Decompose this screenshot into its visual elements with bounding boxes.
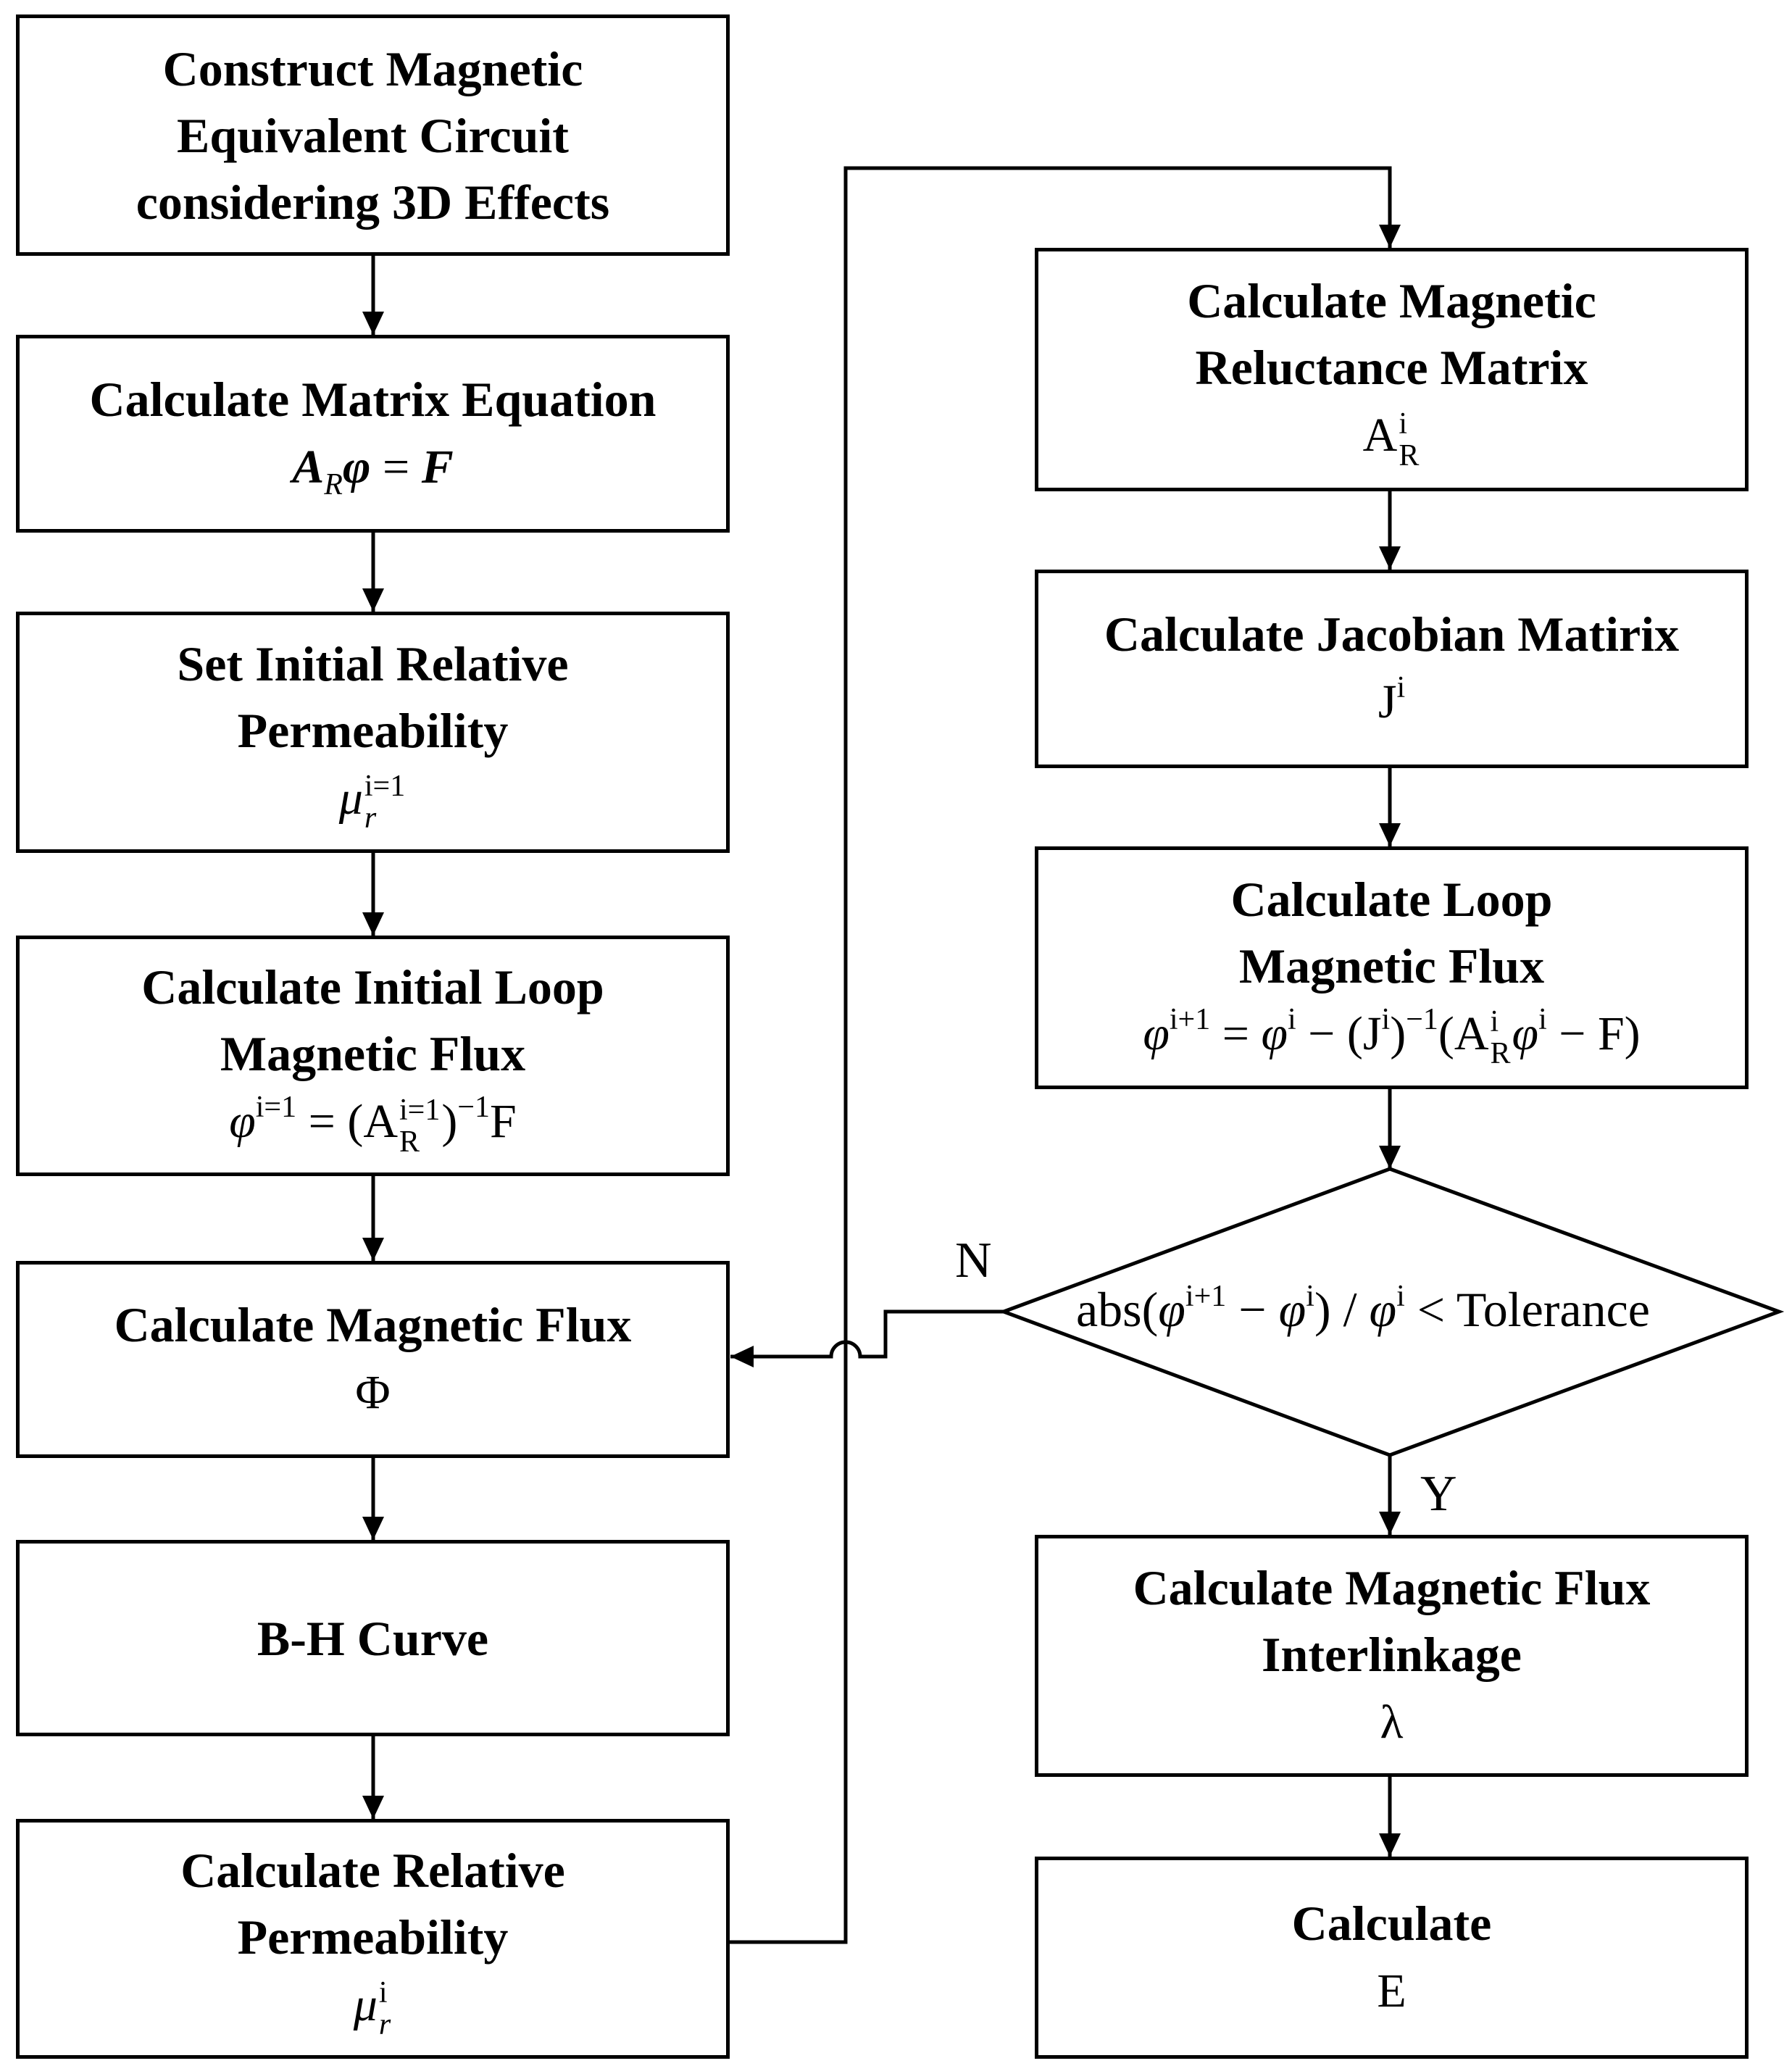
interlinkage-formula: λ — [1380, 1696, 1404, 1749]
construct-box: Construct Magnetic Equivalent Circuit co… — [16, 14, 730, 256]
interlinkage-title: Calculate Magnetic Flux Interlinkage — [1133, 1560, 1651, 1682]
matrix-equation-formula: ARφ = F — [292, 440, 454, 501]
construct-title: Construct Magnetic Equivalent Circuit co… — [136, 41, 610, 230]
loop-flux-title: Calculate Loop Magnetic Flux — [1230, 871, 1553, 994]
magnetic-flux-title: Calculate Magnetic Flux — [114, 1297, 632, 1352]
arrowhead — [1379, 1833, 1401, 1857]
arrowhead — [362, 1517, 384, 1540]
arrowhead — [362, 1238, 384, 1261]
arrowhead — [1379, 1146, 1401, 1169]
no-branch-line — [730, 1309, 1004, 1359]
yes-label: Y — [1420, 1466, 1457, 1522]
initial-permeability-title: Set Initial Relative Permeability — [177, 636, 569, 758]
arrowhead — [1379, 1512, 1401, 1535]
arrowhead — [1379, 823, 1401, 846]
arrowhead — [362, 588, 384, 612]
loop-flux-box: Calculate Loop Magnetic Flux φi+1 = φi −… — [1035, 846, 1749, 1089]
matrix-equation-box: Calculate Matrix Equation ARφ = F — [16, 335, 730, 533]
bh-curve-title: B-H Curve — [257, 1610, 489, 1666]
loop-back-line — [728, 166, 1392, 1944]
jacobian-title: Calculate Jacobian Matirix — [1104, 607, 1680, 662]
initial-flux-box: Calculate Initial Loop Magnetic Flux φi=… — [16, 936, 730, 1176]
initial-flux-title: Calculate Initial Loop Magnetic Flux — [141, 959, 604, 1082]
decision-diamond — [998, 1167, 1785, 1457]
arrowhead — [362, 912, 384, 936]
jacobian-box: Calculate Jacobian Matirix Ji — [1035, 570, 1749, 768]
emf-title: Calculate — [1291, 1895, 1492, 1951]
magnetic-flux-box: Calculate Magnetic Flux Φ — [16, 1261, 730, 1458]
emf-formula: E — [1377, 1964, 1406, 2017]
no-label: N — [955, 1233, 992, 1288]
arrowhead — [1379, 225, 1401, 248]
arrowhead — [362, 312, 384, 335]
matrix-equation-title: Calculate Matrix Equation — [89, 371, 657, 427]
relative-permeability-title: Calculate Relative Permeability — [180, 1842, 565, 1965]
arrowhead — [1379, 546, 1401, 570]
reluctance-matrix-title: Calculate Magnetic Reluctance Matrix — [1187, 273, 1596, 396]
emf-box: Calculate E — [1035, 1857, 1749, 2059]
jacobian-formula: Ji — [1378, 671, 1406, 728]
interlinkage-box: Calculate Magnetic Flux Interlinkage λ — [1035, 1535, 1749, 1777]
arrowhead — [362, 1796, 384, 1819]
magnetic-flux-formula: Φ — [355, 1366, 391, 1419]
bh-curve-box: B-H Curve — [16, 1540, 730, 1736]
arrowhead — [730, 1346, 754, 1367]
decision-text: abs(φi+1 − φi) / φi < Tolerance — [1076, 1280, 1650, 1337]
